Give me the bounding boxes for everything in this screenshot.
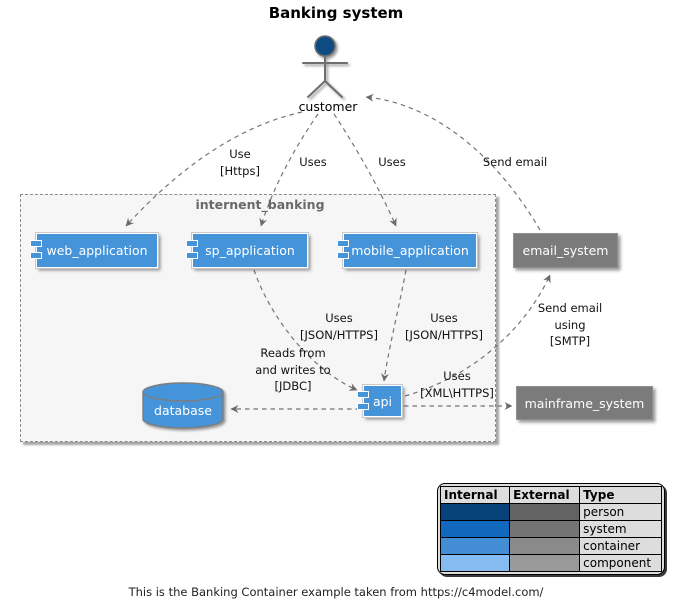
legend-swatch-person-external [509,503,581,521]
boundary-label: internent_banking [195,197,325,212]
legend-swatch-person-internal [439,503,511,521]
database-icon [142,382,224,429]
node-sp-application: sp_application [186,232,309,269]
node-mainframe-system: mainframe_system [516,386,653,420]
node-email-system-label: email_system [522,243,609,258]
edge-label-jdbc: Reads from and writes to [JDBC] [255,346,331,393]
legend-type-person: person [579,503,662,521]
edge-label-use-https: Use [Https] [220,147,260,178]
legend-row-person: person [439,503,662,521]
node-api: api [357,384,403,418]
edge-label-uses-mobile: Uses [378,155,406,169]
node-mainframe-system-label: mainframe_system [524,395,645,411]
edge-label-mobile-api: Uses [JSON/HTTPS] [405,311,483,342]
legend: Internal External Type person system con… [437,483,665,575]
actor-label: customer [298,99,358,114]
node-mobile-application-label: mobile_application [351,243,469,258]
edge-customer-web [125,111,303,227]
edge-label-sp-api: Uses [JSON/HTTPS] [300,311,378,342]
edge-mobile-api [381,269,407,382]
node-web-application-label: web_application [46,243,148,258]
edge-email-customer [365,93,541,231]
node-sp-application-label: sp_application [205,243,295,258]
diagram-caption: This is the Banking Container example ta… [128,585,544,599]
legend-type-component: component [579,554,662,572]
legend-table: Internal External Type person system con… [439,486,662,572]
legend-header-internal: Internal [439,486,511,504]
edge-customer-sp [259,113,319,227]
legend-swatch-system-internal [439,520,511,538]
edge-label-uses-sp: Uses [299,155,327,169]
node-database-label: database [154,403,212,418]
legend-type-system: system [579,520,662,538]
node-api-label: api [372,393,393,409]
legend-header-type: Type [579,486,662,504]
node-email-system: email_system [513,233,618,268]
legend-row-system: system [439,520,662,538]
legend-swatch-container-external [509,537,581,555]
edge-customer-mobile [333,113,397,227]
legend-row-component: component [439,554,662,572]
edge-label-send-email: Send email [482,155,548,169]
legend-swatch-system-external [509,520,581,538]
legend-swatch-component-external [509,554,581,572]
edge-label-smtp: Send email using [SMTP] [537,301,603,348]
edge-api-email [404,274,551,397]
diagram-title: Banking system [268,4,404,22]
legend-row-container: container [439,537,662,555]
legend-type-container: container [579,537,662,555]
legend-swatch-container-internal [439,537,511,555]
node-mobile-application: mobile_application [337,232,478,269]
edge-sp-api [253,269,358,391]
node-web-application: web_application [30,232,159,269]
legend-header-external: External [509,486,581,504]
edge-label-xml-https: Uses [XML\HTTPS] [420,369,494,400]
person-icon [302,35,348,98]
legend-swatch-component-internal [439,554,511,572]
